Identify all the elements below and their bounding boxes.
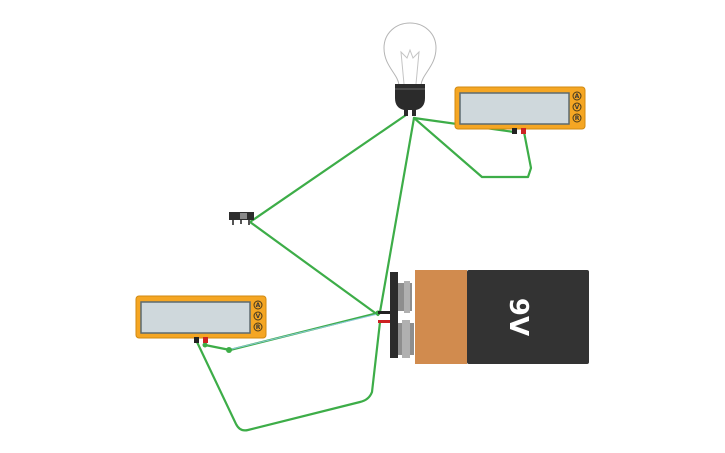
bulb-filament <box>400 48 420 85</box>
probe-red[interactable] <box>203 337 208 343</box>
battery-terminal-plate <box>390 272 398 358</box>
wire-switch-to-battery-neg[interactable] <box>248 220 380 317</box>
mode-r[interactable]: R <box>575 115 580 122</box>
battery-body-orange <box>415 270 467 364</box>
wire-joints <box>202 310 381 353</box>
probe-black[interactable] <box>512 128 517 134</box>
multimeter-top-right[interactable]: A V R <box>454 86 586 134</box>
battery-body-dark <box>467 270 589 364</box>
multimeter-bottom-left[interactable]: A V R <box>135 295 267 343</box>
mode-a[interactable]: A <box>575 93 580 100</box>
meter-screen <box>459 92 570 125</box>
mode-dials: A V R <box>253 300 263 332</box>
bulb-glass <box>383 22 437 86</box>
wire-highlight <box>231 313 379 350</box>
probe-black[interactable] <box>194 337 199 343</box>
mode-v[interactable]: V <box>256 313 261 320</box>
battery-9v[interactable]: 9V <box>378 270 589 364</box>
probe-red[interactable] <box>521 128 526 134</box>
mode-a[interactable]: A <box>256 302 261 309</box>
mode-r[interactable]: R <box>256 324 261 331</box>
wire-battery-to-meter-bottom-black[interactable] <box>195 320 382 432</box>
mode-dials: A V R <box>572 91 582 123</box>
battery-label: 9V <box>503 298 533 336</box>
meter-screen <box>140 301 251 334</box>
wire-bulb-to-switch[interactable] <box>248 113 408 224</box>
slide-switch[interactable] <box>229 212 254 225</box>
mode-v[interactable]: V <box>575 104 580 111</box>
wire-bulb-to-meter-top-red[interactable] <box>412 116 533 179</box>
wire-bulb-to-battery[interactable] <box>378 116 416 314</box>
bulb-base <box>395 84 425 110</box>
light-bulb[interactable] <box>383 22 437 116</box>
